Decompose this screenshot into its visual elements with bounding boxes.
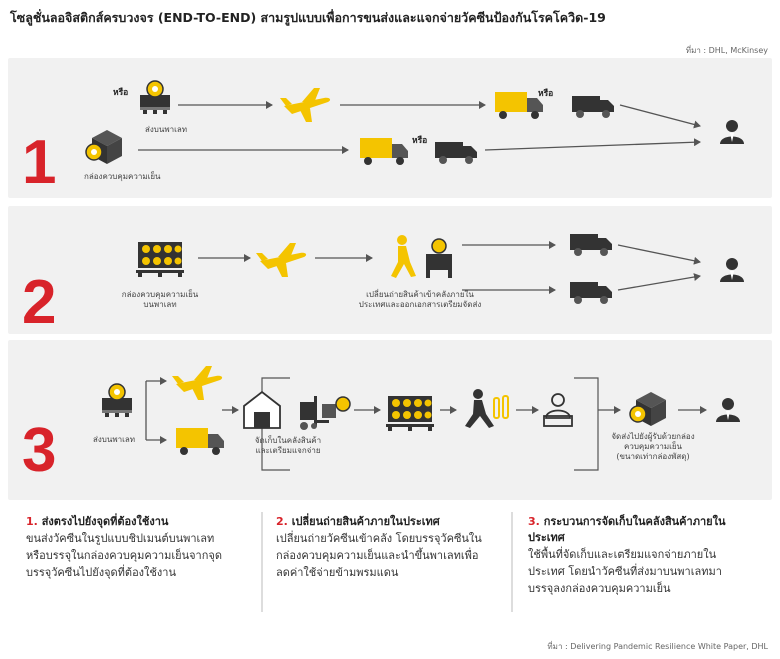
panel-3-number: 3	[22, 416, 57, 485]
or-label: หรือ	[113, 88, 129, 98]
column-number: 1.	[26, 515, 38, 528]
pallet-vaccine-icon	[101, 383, 133, 418]
transfer-worker-icon	[391, 235, 452, 278]
or-label: หรือ	[538, 89, 554, 99]
van-icon	[570, 234, 612, 256]
running-worker-icon	[465, 389, 509, 428]
transfer-label: เปลี่ยนถ่ายสินค้าเข้าคลังภายใน ประเทศและ…	[358, 290, 482, 309]
arrow-line	[619, 104, 701, 129]
arrow-line	[617, 273, 701, 291]
or-label: หรือ	[412, 136, 428, 146]
truck-icon	[176, 428, 224, 455]
van-icon	[570, 282, 612, 304]
truck-icon	[360, 138, 408, 165]
column-heading: เปลี่ยนถ่ายสินค้าภายในประเทศ	[291, 515, 440, 528]
column-body-line: หรือบรรจุในกล่องควบคุมความเย็นจากจุด	[26, 549, 222, 562]
airplane-icon	[172, 366, 223, 400]
panel-2	[8, 206, 772, 334]
arrow-line	[484, 138, 701, 151]
cold-box-pallet-label: กล่องควบคุมความเย็น บนพาเลท	[121, 290, 199, 309]
warehouse-icon	[243, 390, 281, 429]
column-heading: กระบวนการจัดเก็บในคลังสินค้าภายใน	[543, 515, 726, 528]
column-heading-cont: ประเทศ	[528, 531, 565, 544]
page-title: โซลูชั่นลอจิสติกส์ครบวงจร (END-TO-END) ส…	[10, 10, 606, 25]
recipient-person-icon	[720, 258, 744, 282]
pallet-label: ส่งบนพาเลท	[93, 435, 136, 444]
cold-box-pallet-icon	[386, 396, 434, 431]
bracket-line	[574, 377, 599, 471]
panel-2-number: 2	[22, 268, 57, 337]
column-body-line: เปลี่ยนถ่ายวัคซีนเข้าคลัง โดยบรรจุวัคซีน…	[276, 532, 482, 545]
column-2: 2. เปลี่ยนถ่ายสินค้าภายในประเทศ เปลี่ยนถ…	[276, 514, 508, 581]
panel-1-number: 1	[22, 128, 57, 197]
column-body-line: ประเทศ โดยนำวัคซีนที่ส่งมาบนพาเลทมา	[528, 565, 722, 578]
cold-box-label: กล่องควบคุมความเย็น	[84, 172, 161, 181]
recipient-person-icon	[720, 120, 744, 144]
van-icon	[572, 96, 614, 118]
pallet-vaccine-icon	[139, 80, 171, 115]
column-heading: ส่งตรงไปยังจุดที่ต้องใช้งาน	[41, 515, 169, 528]
column-body-line: ขนส่งวัคซีนในรูปแบบชิปเมนต์บนพาเลท	[26, 532, 215, 545]
column-number: 2.	[276, 515, 288, 528]
panel-1	[8, 58, 772, 198]
column-3: 3. กระบวนการจัดเก็บในคลังสินค้าภายใน ประ…	[528, 514, 772, 597]
recipient-person-icon	[716, 398, 740, 422]
source-bottom: ที่มา : Delivering Pandemic Resilience W…	[547, 642, 768, 651]
column-body-line: กล่องควบคุมความเย็นและนำขึ้นพาเลทเพื่อ	[276, 549, 479, 562]
column-1: 1. ส่งตรงไปยังจุดที่ต้องใช้งาน ขนส่งวัคซ…	[26, 514, 258, 581]
arrow-line	[617, 244, 701, 265]
final-delivery-label: จัดส่งไปยังผู้รับด้วยกล่อง ควบคุมความเย็…	[611, 432, 695, 461]
column-body-line: บรรจุวัคซีนไปยังจุดที่ต้องใช้งาน	[26, 566, 176, 579]
forklift-icon	[300, 396, 351, 430]
cold-box-icon	[629, 391, 667, 427]
cold-box-icon	[85, 129, 123, 165]
airplane-icon	[256, 243, 307, 277]
column-body-line: บรรจุลงกล่องควบคุมความเย็น	[528, 582, 671, 595]
column-number: 3.	[528, 515, 540, 528]
source-top: ที่มา : DHL, McKinsey	[685, 46, 768, 55]
truck-icon	[495, 92, 543, 119]
column-body-line: ใช้พื้นที่จัดเก็บและเตรียมแจกจ่ายภายใน	[528, 548, 717, 561]
airplane-icon	[280, 88, 331, 122]
warehouse-label: จัดเก็บในคลังสินค้า และเตรียมแจกจ่าย	[254, 436, 322, 455]
pallet-label: ส่งบนพาเลท	[145, 125, 188, 134]
van-icon	[435, 142, 477, 164]
handler-worker-icon	[543, 393, 573, 427]
cold-box-pallet-icon	[136, 242, 184, 277]
column-body-line: ลดค่าใช้จ่ายข้ามพรมแดน	[276, 566, 399, 579]
